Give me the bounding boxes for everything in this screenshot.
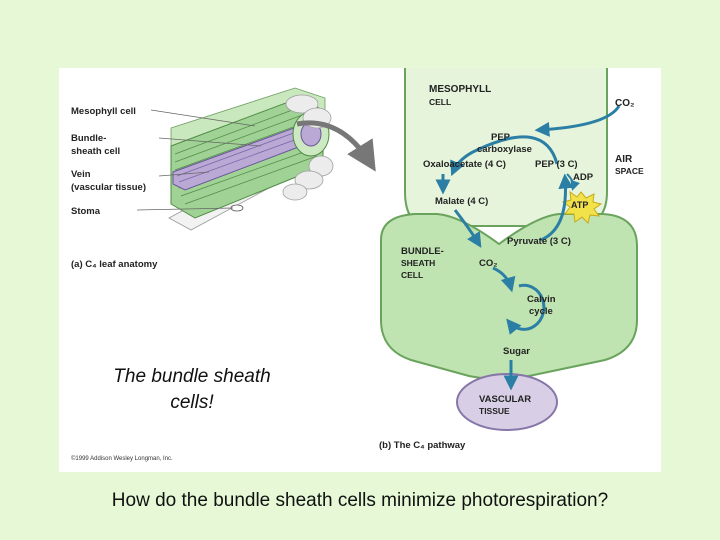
calvin-cycle-label-2: cycle [529, 306, 553, 317]
pep-carboxylase-label-1: PEP [491, 132, 511, 143]
label-vein-line1: Vein [71, 169, 91, 180]
adp-label: ADP [573, 172, 594, 183]
atp-label: ATP [571, 200, 588, 210]
co2-bundle-label: CO₂ [479, 258, 497, 269]
label-bundle-sheath-line1: Bundle- [71, 133, 106, 144]
leaf-anatomy-illustration [137, 88, 371, 230]
copyright-text: ©1999 Addison Wesley Longman, Inc. [71, 455, 173, 462]
bundle-sheath-label-3: CELL [401, 270, 423, 280]
co2-air-label: CO₂ [615, 98, 634, 109]
label-bundle-sheath-line2: sheath cell [71, 146, 120, 157]
bundle-sheath-label-2: SHEATH [401, 258, 435, 268]
label-vein-line2: (vascular tissue) [71, 182, 146, 193]
pep-label: PEP (3 C) [535, 159, 578, 170]
bundle-sheath-label-1: BUNDLE- [401, 246, 444, 257]
vascular-tissue-label-2: TISSUE [479, 406, 510, 416]
callout-text: The bundle sheath cells! [79, 364, 305, 416]
callout-line-1: The bundle sheath [79, 364, 305, 390]
callout-line-2: cells! [79, 390, 305, 416]
question-text: How do the bundle sheath cells minimize … [0, 490, 720, 512]
label-stoma: Stoma [71, 206, 101, 217]
air-space-label-1: AIR [615, 154, 633, 165]
mesophyll-label-2: CELL [429, 97, 451, 107]
caption-a: (a) C₄ leaf anatomy [71, 259, 158, 270]
vascular-tissue-label-1: VASCULAR [479, 394, 531, 405]
air-space-label-2: SPACE [615, 166, 644, 176]
mesophyll-label-1: MESOPHYLL [429, 84, 491, 95]
pep-carboxylase-label-2: carboxylase [477, 144, 532, 155]
figure-panel: Mesophyll cell Bundle- sheath cell Vein … [59, 68, 661, 472]
pyruvate-label: Pyruvate (3 C) [507, 236, 571, 247]
calvin-cycle-label-1: Calvin [527, 294, 556, 305]
caption-b: (b) The C₄ pathway [379, 440, 466, 451]
malate-label: Malate (4 C) [435, 196, 488, 207]
label-mesophyll-cell: Mesophyll cell [71, 106, 136, 117]
sugar-label: Sugar [503, 346, 530, 357]
oxaloacetate-label: Oxaloacetate (4 C) [423, 159, 506, 170]
